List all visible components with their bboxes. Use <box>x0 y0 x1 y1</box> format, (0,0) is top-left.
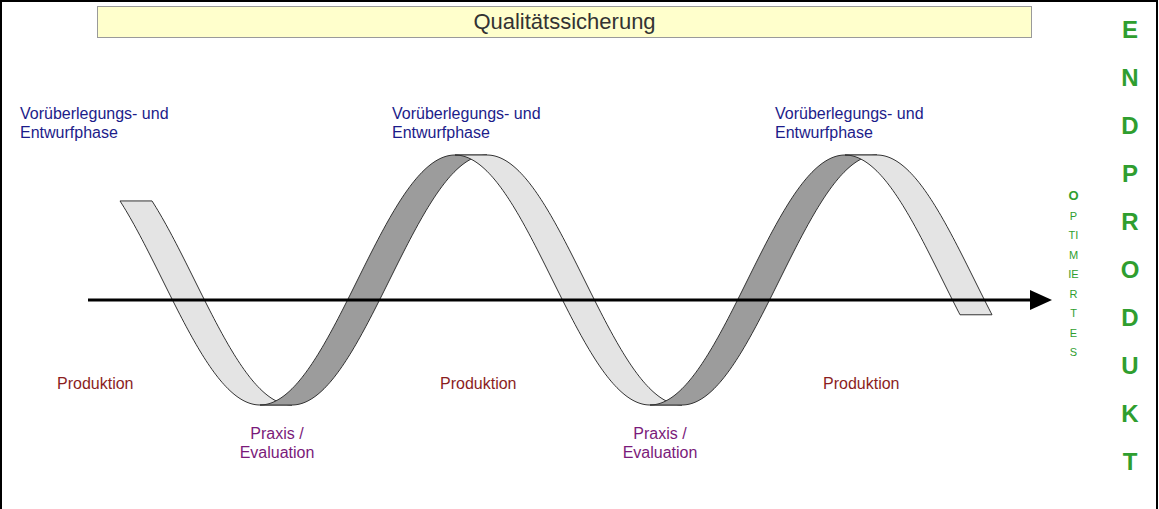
title-band: Qualitätssicherung <box>97 6 1032 38</box>
axis-arrowhead <box>1030 290 1052 310</box>
ribbon-segment <box>845 155 992 315</box>
ribbon-wave <box>120 155 992 405</box>
phase-label: Produktion <box>57 374 134 393</box>
phase-label: Vorüberlegungs- und Entwurfphase <box>775 104 935 142</box>
vertical-heading: ENDPRODUKT <box>1118 6 1142 486</box>
axis-line <box>88 299 1032 302</box>
phase-label: Vorüberlegungs- und Entwurfphase <box>392 104 552 142</box>
ribbon-segment <box>650 155 877 405</box>
phase-label: Produktion <box>823 374 900 393</box>
phase-label: Praxis / Evaluation <box>615 424 705 462</box>
ribbon-segment <box>120 201 292 405</box>
phase-label: Vorüberlegungs- und Entwurfphase <box>20 104 180 142</box>
ribbon-segment <box>260 155 487 405</box>
vertical-label: OPTIMIERTES <box>1068 186 1079 363</box>
phase-label: Produktion <box>440 374 517 393</box>
phase-label: Praxis / Evaluation <box>232 424 322 462</box>
ribbon-segment <box>455 155 682 405</box>
